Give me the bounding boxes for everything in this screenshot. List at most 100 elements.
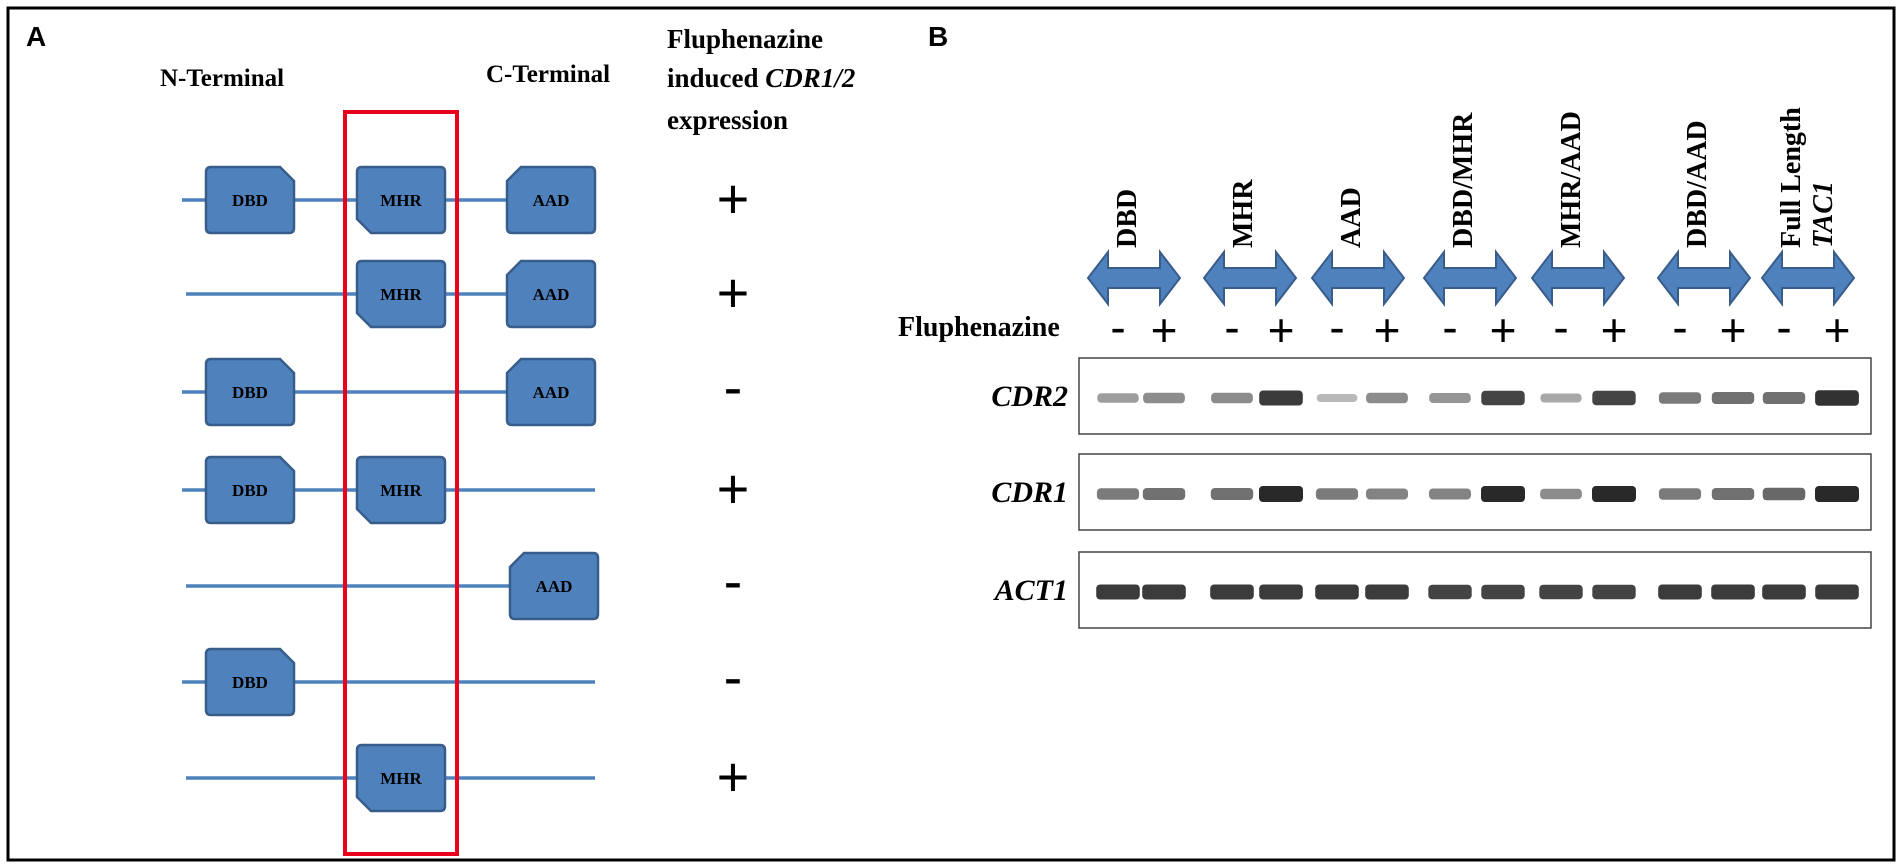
gel-band (1815, 486, 1859, 502)
lane-sign: + (1490, 304, 1517, 356)
gel-band (1096, 488, 1140, 500)
gel-band (1096, 584, 1140, 600)
gel-band (1481, 390, 1525, 406)
construct-row: DBD- (182, 645, 742, 717)
gel-band (1815, 584, 1859, 600)
expression-result-sign: - (724, 355, 743, 418)
lane-sign: - (1553, 301, 1568, 353)
gel-band (1143, 392, 1185, 404)
aad-domain-box (505, 165, 597, 235)
lane-sign: - (1224, 301, 1239, 353)
construct-column-label: AAD (1336, 187, 1367, 248)
mhr-domain-box (355, 743, 447, 813)
aad-domain-label: AAD (533, 191, 570, 210)
gel-band (1658, 584, 1702, 600)
figure-frame (6, 6, 1896, 862)
lane-sign: + (1601, 304, 1628, 356)
lane-sign: + (1268, 304, 1295, 356)
construct-arrow-group: DBD/AAD (1656, 120, 1752, 307)
dbd-domain-label: DBD (232, 191, 268, 210)
expression-header-line1: Fluphenazine (667, 24, 823, 54)
double-arrow-icon (1656, 249, 1752, 307)
double-arrow-icon (1086, 249, 1182, 307)
aad-domain-label: AAD (533, 383, 570, 402)
gel-band (1429, 393, 1471, 403)
construct-row: AAD- (186, 549, 742, 621)
mhr-domain-box (355, 455, 447, 525)
gel-band (1366, 488, 1408, 500)
gel-band (1210, 488, 1254, 500)
mhr-highlight-box (343, 110, 459, 856)
expression-header-line2: induced CDR1/2 (667, 63, 855, 93)
construct-row: MHR + (186, 743, 750, 813)
mhr-domain-label: MHR (380, 769, 422, 788)
expression-header-gene: CDR1/2 (765, 63, 855, 93)
gel-band (1210, 584, 1254, 600)
aad-domain-box (508, 551, 600, 621)
gel-band (1259, 584, 1303, 600)
construct-column-label: DBD (1112, 189, 1143, 248)
gel-band (1711, 488, 1755, 500)
gel-band (1539, 584, 1583, 600)
expression-result-sign: + (717, 745, 750, 808)
n-terminal-label: N-Terminal (160, 65, 284, 92)
gel-band (1815, 390, 1859, 406)
gel-band (1762, 392, 1806, 404)
construct-column-label: DBD/AAD (1682, 120, 1713, 248)
aad-domain-label: AAD (533, 285, 570, 304)
double-arrow-icon (1530, 249, 1626, 307)
gel-band (1428, 584, 1472, 600)
gel-band (1211, 392, 1253, 404)
double-arrow-icon (1202, 249, 1298, 307)
gel-band (1711, 584, 1755, 600)
construct-arrow-group: MHR (1202, 179, 1298, 307)
gel-band (1142, 488, 1186, 500)
gel-band (1658, 488, 1702, 500)
double-arrow-icon (1760, 249, 1856, 307)
double-arrow-icon (1310, 249, 1406, 307)
panel-a-letter: A (26, 21, 46, 52)
construct-arrow-row: DBD MHR AAD DBD/MHR MHR/AAD DBD/AAD Full Lengt… (1086, 107, 1856, 307)
lane-sign: + (1374, 304, 1401, 356)
gel-band (1142, 584, 1186, 600)
lane-sign: - (1776, 301, 1791, 353)
gel-band (1259, 486, 1303, 502)
gel-band (1365, 584, 1409, 600)
lane-sign: - (1329, 301, 1344, 353)
construct-column-label: MHR (1228, 179, 1259, 248)
gel-band (1259, 390, 1303, 406)
gel-band (1592, 486, 1636, 502)
fluphenazine-row-label: Fluphenazine (898, 312, 1060, 343)
c-terminal-label: C-Terminal (486, 61, 610, 88)
mhr-domain-box (355, 259, 447, 329)
construct-arrow-group: MHR/AAD (1530, 111, 1626, 307)
lane-sign: - (1672, 301, 1687, 353)
gel-panel: CDR1 (991, 453, 1872, 531)
mhr-domain-label: MHR (380, 481, 422, 500)
gel-band (1481, 584, 1525, 600)
double-arrow-icon (1422, 249, 1518, 307)
gel-band (1540, 488, 1582, 500)
gel-band (1316, 394, 1358, 402)
dbd-domain-box (204, 165, 296, 235)
construct-arrow-group: DBD/MHR (1422, 112, 1518, 307)
construct-column-label: MHR/AAD (1556, 111, 1587, 248)
gel-band (1762, 584, 1806, 600)
construct-column-label: Full Length (1776, 107, 1807, 248)
gel-band (1711, 392, 1755, 404)
aad-domain-box (505, 259, 597, 329)
gel-band (1592, 390, 1636, 406)
dbd-domain-box (204, 357, 296, 427)
lane-sign: - (1442, 301, 1457, 353)
lane-sign: + (1824, 304, 1851, 356)
lane-sign: + (1151, 304, 1178, 356)
gel-band (1540, 393, 1582, 403)
gel-band (1315, 488, 1359, 500)
mhr-domain-label: MHR (380, 285, 422, 304)
panel-b: B DBD MHR AAD DBD/MHR MHR/AAD DBD/AAD Full Len… (898, 21, 1872, 629)
panel-b-letter: B (928, 21, 948, 52)
